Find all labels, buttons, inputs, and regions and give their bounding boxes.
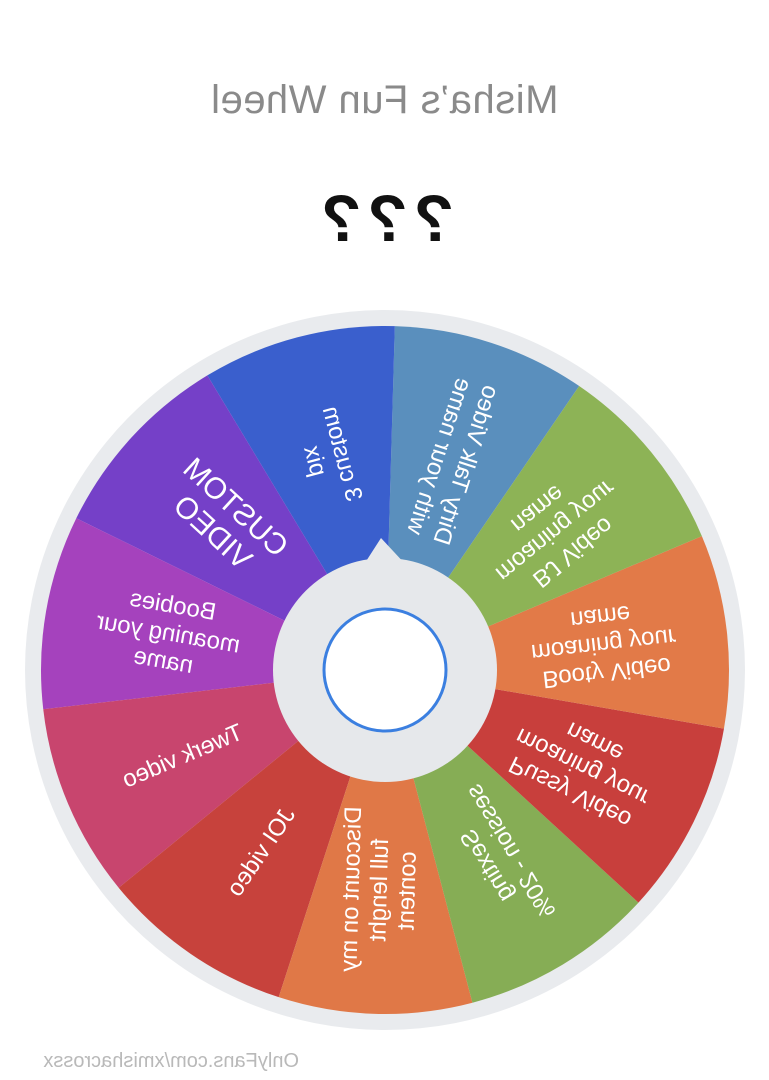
wheel-segment[interactable]: [278, 670, 473, 1014]
wheel-segment-label: Discount on myfull lenghtcontent: [335, 806, 423, 974]
watermark-text: OnlyFans.com/xmishacrossx: [43, 1050, 299, 1072]
spin-button[interactable]: [322, 607, 448, 733]
